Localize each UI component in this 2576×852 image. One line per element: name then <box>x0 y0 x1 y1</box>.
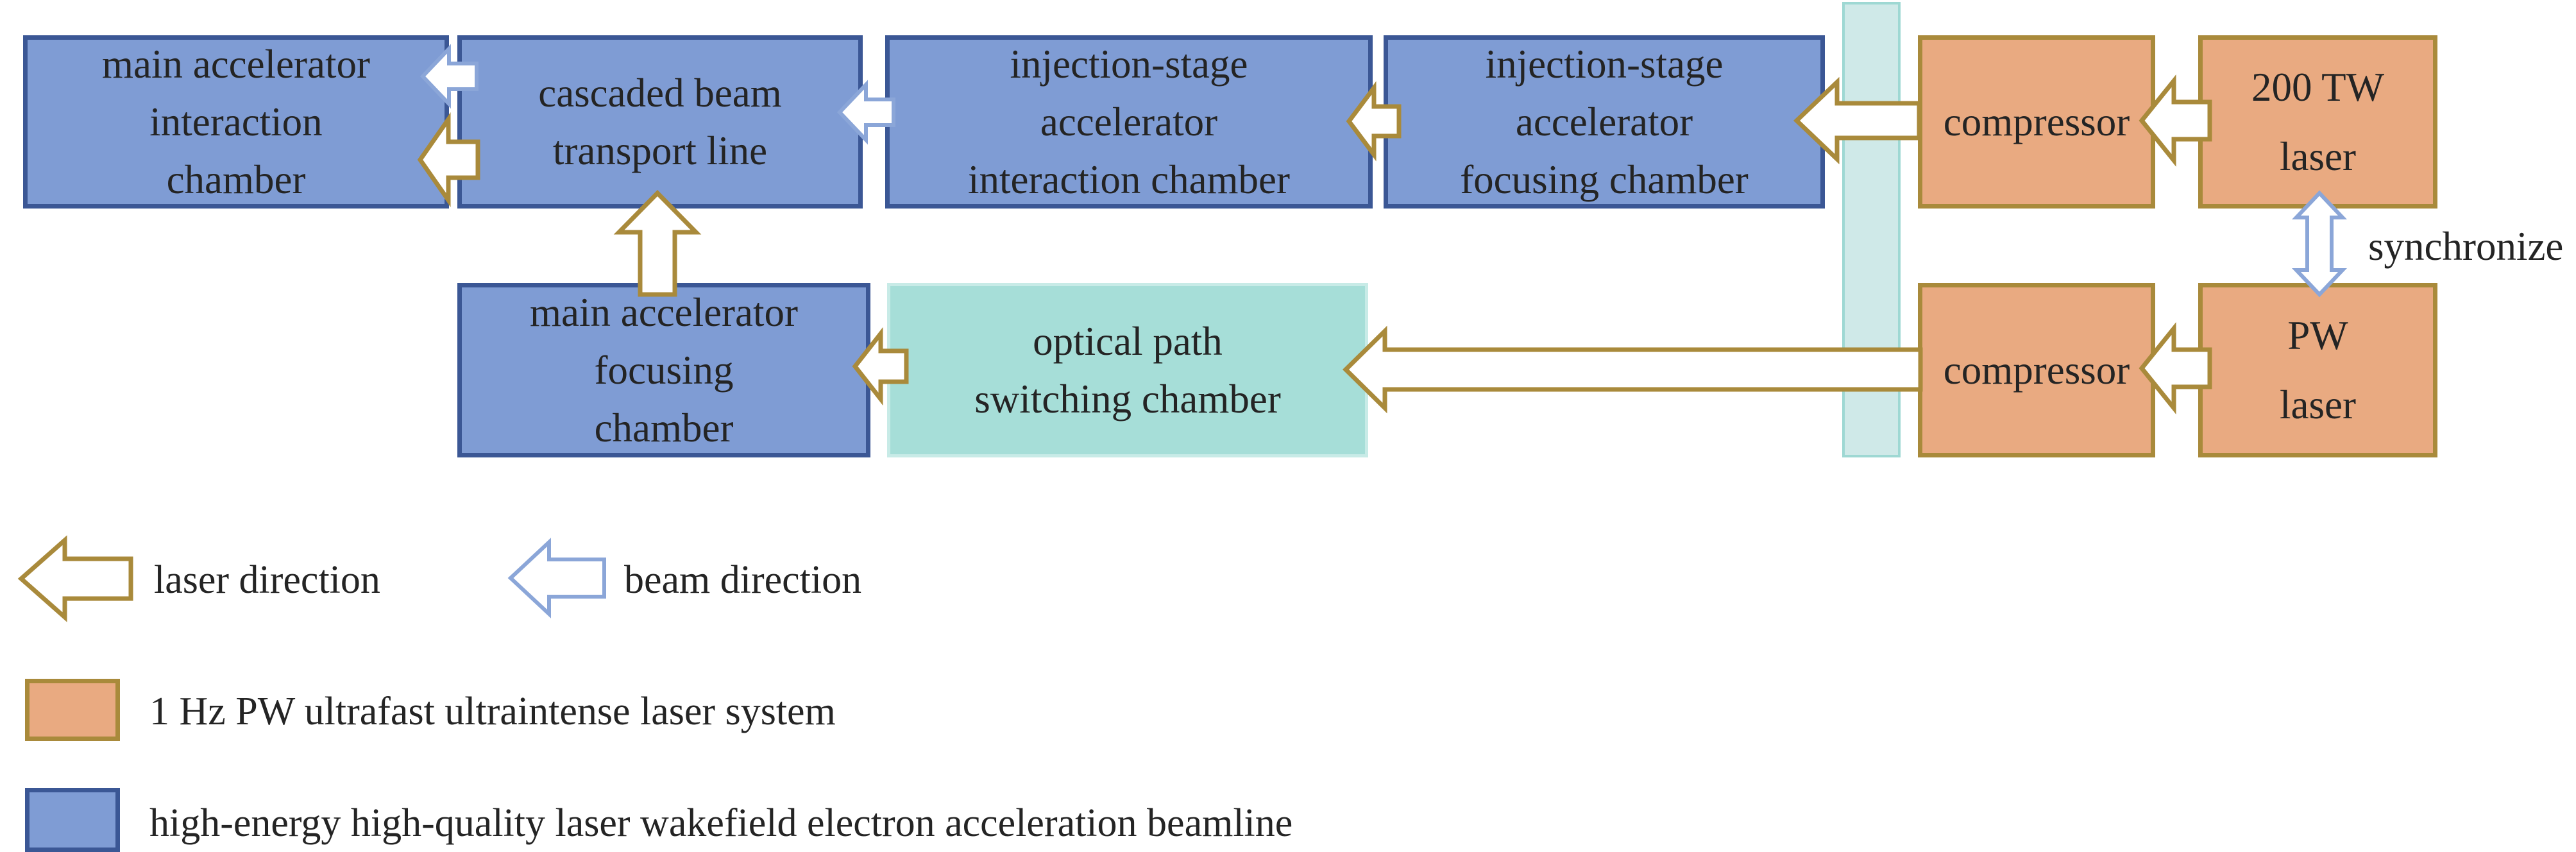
laser-arrow-compressor-to-optical-switching-icon <box>1343 325 1923 414</box>
box-injection-stage-accelerator-interaction-chamber: injection-stage accelerator interaction … <box>885 35 1373 209</box>
legend-beam-direction-arrow-icon <box>507 538 606 618</box>
legend-blue-label: high-energy high-quality laser wakefield… <box>149 801 1293 845</box>
laser-arrow-transport-to-interaction-icon <box>417 112 480 208</box>
laser-arrow-main-focusing-to-transport-icon <box>613 190 702 297</box>
box-main-accelerator-focusing-chamber: main accelerator focusing chamber <box>457 283 870 457</box>
laser-arrow-200tw-to-compressor-icon <box>2139 74 2212 167</box>
box-200tw-laser: 200 TW laser <box>2198 35 2437 209</box>
box-main-accelerator-interaction-chamber: main accelerator interaction chamber <box>23 35 449 209</box>
legend-laser-direction-arrow-icon <box>17 535 133 622</box>
laser-arrow-pw-to-compressor-icon <box>2139 322 2212 414</box>
laser-arrow-optical-to-main-focusing-icon <box>852 327 909 406</box>
legend-orange-label: 1 Hz PW ultrafast ultraintense laser sys… <box>149 690 836 733</box>
box-optical-path-switching-chamber: optical path switching chamber <box>887 283 1368 457</box>
beam-arrow-transport-to-interaction-icon <box>419 44 479 109</box>
box-compressor-top: compressor <box>1918 35 2155 209</box>
beam-arrow-injection-to-transport-icon <box>836 80 895 145</box>
legend-laser-direction-label: laser direction <box>154 558 380 602</box>
synchronize-label: synchronize <box>2368 224 2564 269</box>
legend-orange-swatch <box>25 679 120 741</box>
legend-blue-swatch <box>25 788 120 852</box>
box-cascaded-beam-transport-line: cascaded beam transport line <box>457 35 863 209</box>
legend-beam-direction-label: beam direction <box>624 558 862 602</box>
laser-arrow-focusing-to-interaction-icon <box>1346 81 1402 162</box>
laser-arrow-compressor-to-focusing-chamber-icon <box>1793 76 1922 165</box>
synchronize-double-arrow-icon <box>2292 190 2347 298</box>
box-injection-stage-accelerator-focusing-chamber: injection-stage accelerator focusing cha… <box>1384 35 1825 209</box>
box-pw-laser: PW laser <box>2198 283 2437 457</box>
box-compressor-bottom: compressor <box>1918 283 2155 457</box>
